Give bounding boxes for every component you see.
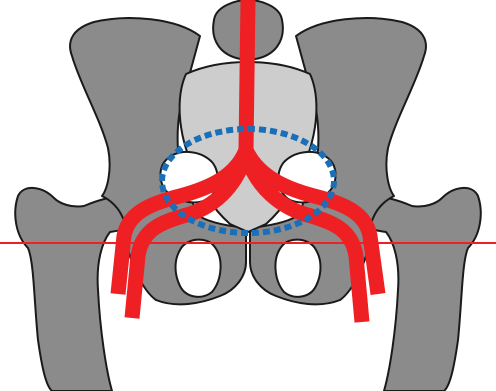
obturator-foramen xyxy=(176,240,321,297)
left-obturator-foramen xyxy=(176,240,221,297)
right-obturator-foramen xyxy=(275,240,320,297)
aorta xyxy=(246,0,248,150)
